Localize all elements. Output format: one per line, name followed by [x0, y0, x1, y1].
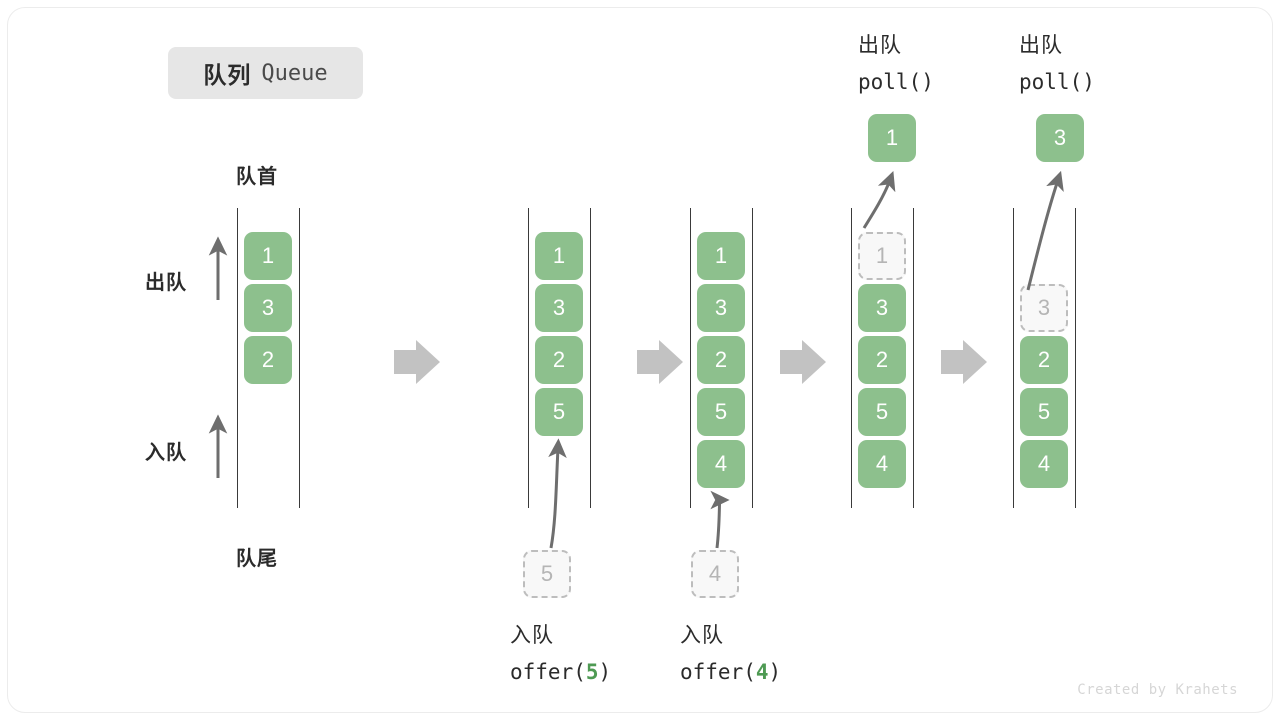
queue-cell: 4	[1020, 440, 1068, 488]
queue-cell-ghost: 1	[858, 232, 906, 280]
dequeue-1-cn: 出队	[858, 34, 902, 57]
enqueue-4-code: offer(4)	[680, 654, 781, 690]
queue-cell: 1	[244, 232, 292, 280]
queue-cell: 1	[535, 232, 583, 280]
queue-column-after-offer-4: 1 3 2 5 4	[690, 208, 753, 508]
queue-cell: 3	[535, 284, 583, 332]
enqueue-side-label: 入队	[145, 442, 187, 464]
queue-cell: 3	[858, 284, 906, 332]
dequeue-3-label: 出队 poll()	[1019, 28, 1095, 100]
queue-cell: 4	[858, 440, 906, 488]
queue-cell: 4	[697, 440, 745, 488]
queue-column-after-offer-5: 1 3 2 5	[528, 208, 591, 508]
rail-right-icon	[752, 208, 753, 508]
queue-cell: 5	[697, 388, 745, 436]
watermark: Created by Krahets	[1077, 682, 1238, 698]
queue-cell: 2	[535, 336, 583, 384]
enqueue-4-code-suffix: )	[768, 660, 782, 684]
incoming-element-4: 4	[691, 550, 739, 598]
enqueue-4-label: 入队 offer(4)	[680, 618, 781, 690]
queue-cell-ghost: 3	[1020, 284, 1068, 332]
queue-cell: 3	[697, 284, 745, 332]
queue-cell: 2	[244, 336, 292, 384]
popped-element-1: 1	[868, 114, 916, 162]
rail-left-icon	[528, 208, 529, 508]
rail-left-icon	[690, 208, 691, 508]
dequeue-3-code: poll()	[1019, 70, 1095, 94]
enqueue-5-cn: 入队	[510, 624, 554, 647]
dequeue-3-cn: 出队	[1019, 34, 1063, 57]
dequeue-1-label: 出队 poll()	[858, 28, 934, 100]
enqueue-5-code-prefix: offer(	[510, 660, 586, 684]
incoming-element-5: 5	[523, 550, 571, 598]
title-en: Queue	[261, 60, 328, 86]
diagram-frame	[7, 7, 1273, 713]
rail-right-icon	[913, 208, 914, 508]
queue-column-poll-1: 1 3 2 5 4	[851, 208, 914, 508]
popped-element-3: 3	[1036, 114, 1084, 162]
rail-right-icon	[590, 208, 591, 508]
queue-cell: 1	[697, 232, 745, 280]
queue-cell: 5	[1020, 388, 1068, 436]
rail-right-icon	[299, 208, 300, 508]
enqueue-4-cn: 入队	[680, 624, 724, 647]
dequeue-side-label: 出队	[145, 272, 187, 294]
enqueue-4-arg: 4	[755, 660, 769, 684]
enqueue-5-code-suffix: )	[598, 660, 612, 684]
enqueue-5-arg: 5	[585, 660, 599, 684]
queue-column-initial: 1 3 2	[237, 208, 300, 508]
queue-tail-label: 队尾	[236, 548, 278, 570]
dequeue-1-code: poll()	[858, 70, 934, 94]
queue-cell: 2	[858, 336, 906, 384]
rail-left-icon	[237, 208, 238, 508]
queue-head-label: 队首	[236, 166, 278, 188]
rail-left-icon	[851, 208, 852, 508]
queue-cell: 2	[697, 336, 745, 384]
queue-column-poll-3: 3 2 5 4	[1013, 208, 1076, 508]
enqueue-5-code: offer(5)	[510, 654, 611, 690]
queue-cell: 2	[1020, 336, 1068, 384]
rail-left-icon	[1013, 208, 1014, 508]
title-cn: 队列	[203, 62, 252, 88]
queue-cell: 5	[858, 388, 906, 436]
rail-right-icon	[1075, 208, 1076, 508]
enqueue-5-label: 入队 offer(5)	[510, 618, 611, 690]
title-badge: 队列 Queue	[168, 47, 363, 99]
enqueue-4-code-prefix: offer(	[680, 660, 756, 684]
queue-cell: 3	[244, 284, 292, 332]
queue-cell: 5	[535, 388, 583, 436]
